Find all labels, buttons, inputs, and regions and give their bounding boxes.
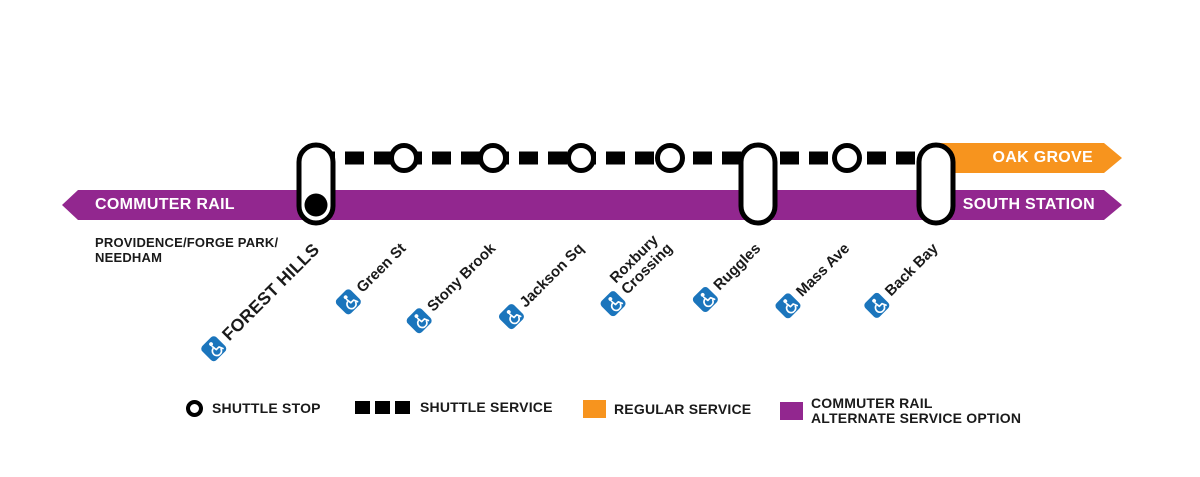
accessible-icon: [773, 291, 803, 320]
legend-item-shuttle-service: SHUTTLE SERVICE: [355, 400, 553, 415]
regular-service-band: [936, 143, 1122, 173]
legend-item-shuttle-stop: SHUTTLE STOP: [186, 400, 321, 417]
commuter-rail-label: COMMUTER RAIL: [95, 196, 235, 213]
accessible-icon: [691, 285, 720, 314]
station-label-ruggles: Ruggles: [710, 239, 764, 294]
terminal-dot-forest-hills: [304, 193, 328, 217]
station-marker-mass-ave: [832, 143, 862, 173]
station-marker-jackson-sq: [566, 143, 596, 173]
legend-label: SHUTTLE STOP: [212, 400, 321, 416]
legend-label-line1: COMMUTER RAIL: [811, 395, 933, 411]
commuter-rail-swatch-icon: [780, 402, 803, 420]
regular-service-swatch-icon: [583, 400, 606, 418]
station-label-forest-hills: FOREST HILLS: [218, 239, 324, 345]
accessible-icon: [598, 289, 628, 318]
legend-label: SHUTTLE SERVICE: [420, 399, 553, 415]
station-marker-stony-brook: [478, 143, 508, 173]
accessible-icon: [496, 302, 526, 331]
legend-item-commuter-rail-alternate: COMMUTER RAIL ALTERNATE SERVICE OPTION: [780, 396, 1021, 426]
accessible-icon: [199, 334, 229, 363]
station-label-back-bay: Back Bay: [882, 239, 942, 300]
station-label-jackson-sq: Jackson Sq: [516, 239, 587, 311]
shuttle-service-dashes-icon: [355, 401, 410, 414]
accessible-icon: [863, 291, 892, 320]
oak-grove-label: OAK GROVE: [992, 149, 1093, 166]
legend-label: REGULAR SERVICE: [614, 400, 752, 417]
accessible-icon: [404, 306, 434, 335]
station-label-stony-brook: Stony Brook: [423, 239, 499, 316]
accessible-icon: [334, 287, 363, 317]
south-station-label: SOUTH STATION: [962, 196, 1095, 213]
commuter-rail-routes-line2: NEEDHAM: [95, 250, 163, 265]
station-marker-back-bay: [916, 142, 956, 226]
legend-item-regular-service: REGULAR SERVICE: [583, 400, 751, 418]
commuter-rail-routes-line1: PROVIDENCE/FORGE PARK/: [95, 235, 279, 250]
shuttle-stop-icon: [186, 400, 203, 417]
station-marker-roxbury-crossing: [655, 143, 685, 173]
legend-label-line2: ALTERNATE SERVICE OPTION: [811, 410, 1022, 426]
station-label-green-st: Green St: [353, 239, 410, 297]
commuter-rail-routes-label: PROVIDENCE/FORGE PARK/ NEEDHAM: [95, 235, 278, 265]
station-label-mass-ave: Mass Ave: [792, 239, 853, 301]
station-marker-green-st: [389, 143, 419, 173]
legend-label: COMMUTER RAIL ALTERNATE SERVICE OPTION: [811, 396, 1021, 426]
station-marker-ruggles: [738, 142, 778, 226]
